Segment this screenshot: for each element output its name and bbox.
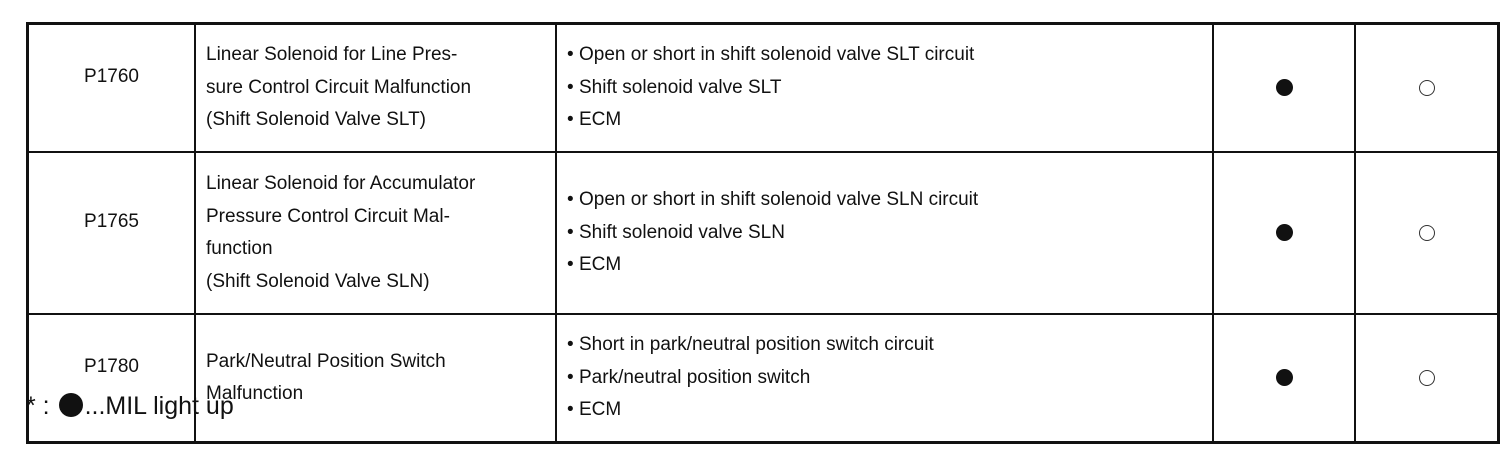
detection-item-cell: Linear Solenoid for Accumulator Pressure…: [194, 151, 557, 315]
bullet: •: [567, 221, 574, 243]
trouble-area-item: •ECM: [567, 249, 1212, 282]
dtc-code-cell: P1760: [26, 22, 196, 153]
trouble-area-text: Short in park/neutral position switch ci…: [579, 334, 934, 356]
detection-item-line: Pressure Control Circuit Mal-: [206, 205, 450, 227]
bullet: •: [567, 189, 574, 211]
trouble-area-item: •Shift solenoid valve SLN: [567, 217, 1212, 250]
detection-item-line: Park/Neutral Position Switch: [206, 350, 446, 372]
detection-item-line: Linear Solenoid for Accumulator: [206, 173, 476, 194]
table-row: P1760 Linear Solenoid for Line Pres- sur…: [26, 22, 1500, 153]
table-row: P1765 Linear Solenoid for Accumulator Pr…: [26, 151, 1500, 315]
detection-item-line: (Shift Solenoid Valve SLT): [206, 109, 427, 131]
trouble-area-item: •ECM: [567, 394, 1212, 427]
mil-legend-filled-circle-icon: [58, 393, 83, 417]
detection-item-line: Linear Solenoid for Line Pres-: [206, 44, 458, 66]
trouble-area-text: ECM: [579, 109, 622, 131]
trouble-area-text: Park/neutral position switch: [579, 366, 811, 388]
trouble-area-cell: •Open or short in shift solenoid valve S…: [555, 151, 1214, 315]
memory-cell: [1354, 22, 1500, 153]
footnote-prefix: * :: [26, 392, 50, 420]
dtc-code: P1780: [84, 355, 139, 377]
memory-cell: [1354, 151, 1500, 315]
trouble-area-text: Open or short in shift solenoid valve SL…: [579, 189, 979, 211]
detection-item-line: (Shift Solenoid Valve SLN): [206, 270, 430, 292]
mil-cell: [1212, 22, 1356, 153]
trouble-area-item: •Open or short in shift solenoid valve S…: [567, 184, 1212, 217]
detection-item-cell: Park/Neutral Position Switch Malfunction: [194, 313, 557, 444]
dtc-code: P1765: [84, 210, 139, 232]
trouble-area-cell: •Short in park/neutral position switch c…: [555, 313, 1214, 444]
memory-cell: [1354, 313, 1500, 444]
bullet: •: [567, 109, 574, 131]
mil-cell: [1212, 313, 1356, 444]
footnote-text: ...MIL light up: [84, 392, 234, 420]
trouble-area-text: Shift solenoid valve SLT: [579, 76, 782, 98]
bullet: •: [567, 254, 574, 276]
footnote: * : ...MIL light up: [26, 388, 234, 424]
bullet: •: [567, 76, 574, 98]
mil-cell: [1212, 151, 1356, 315]
bullet: •: [567, 399, 574, 421]
trouble-area-text: ECM: [579, 254, 622, 276]
detection-item-line: Malfunction: [206, 383, 304, 404]
trouble-area-cell: •Open or short in shift solenoid valve S…: [555, 22, 1214, 153]
table-row: P1780 Park/Neutral Position Switch Malfu…: [26, 313, 1500, 444]
memory-open-circle-icon: [1418, 224, 1435, 241]
bullet: •: [567, 44, 574, 66]
detection-item-line: sure Control Circuit Malfunction: [206, 76, 472, 98]
dtc-table: P1760 Linear Solenoid for Line Pres- sur…: [26, 22, 1500, 444]
bullet: •: [567, 366, 574, 388]
detection-item-line: function: [206, 238, 273, 259]
trouble-area-item: •ECM: [567, 104, 1212, 137]
trouble-area-text: Shift solenoid valve SLN: [579, 221, 785, 243]
trouble-area-item: •Open or short in shift solenoid valve S…: [567, 39, 1212, 72]
trouble-area-text: ECM: [579, 399, 622, 421]
bullet: •: [567, 334, 574, 356]
dtc-code-cell: P1780: [26, 313, 196, 444]
detection-item-cell: Linear Solenoid for Line Pres- sure Cont…: [194, 22, 557, 153]
memory-open-circle-icon: [1418, 79, 1435, 96]
trouble-area-item: •Shift solenoid valve SLT: [567, 72, 1212, 105]
trouble-area-text: Open or short in shift solenoid valve SL…: [579, 44, 975, 66]
dtc-code: P1760: [84, 65, 139, 87]
mil-on-filled-circle-icon: [1275, 369, 1293, 387]
trouble-area-item: •Short in park/neutral position switch c…: [567, 329, 1212, 362]
trouble-area-item: •Park/neutral position switch: [567, 362, 1212, 395]
mil-on-filled-circle-icon: [1275, 224, 1293, 242]
memory-open-circle-icon: [1418, 369, 1435, 386]
mil-on-filled-circle-icon: [1275, 79, 1293, 97]
dtc-code-cell: P1765: [26, 151, 196, 315]
